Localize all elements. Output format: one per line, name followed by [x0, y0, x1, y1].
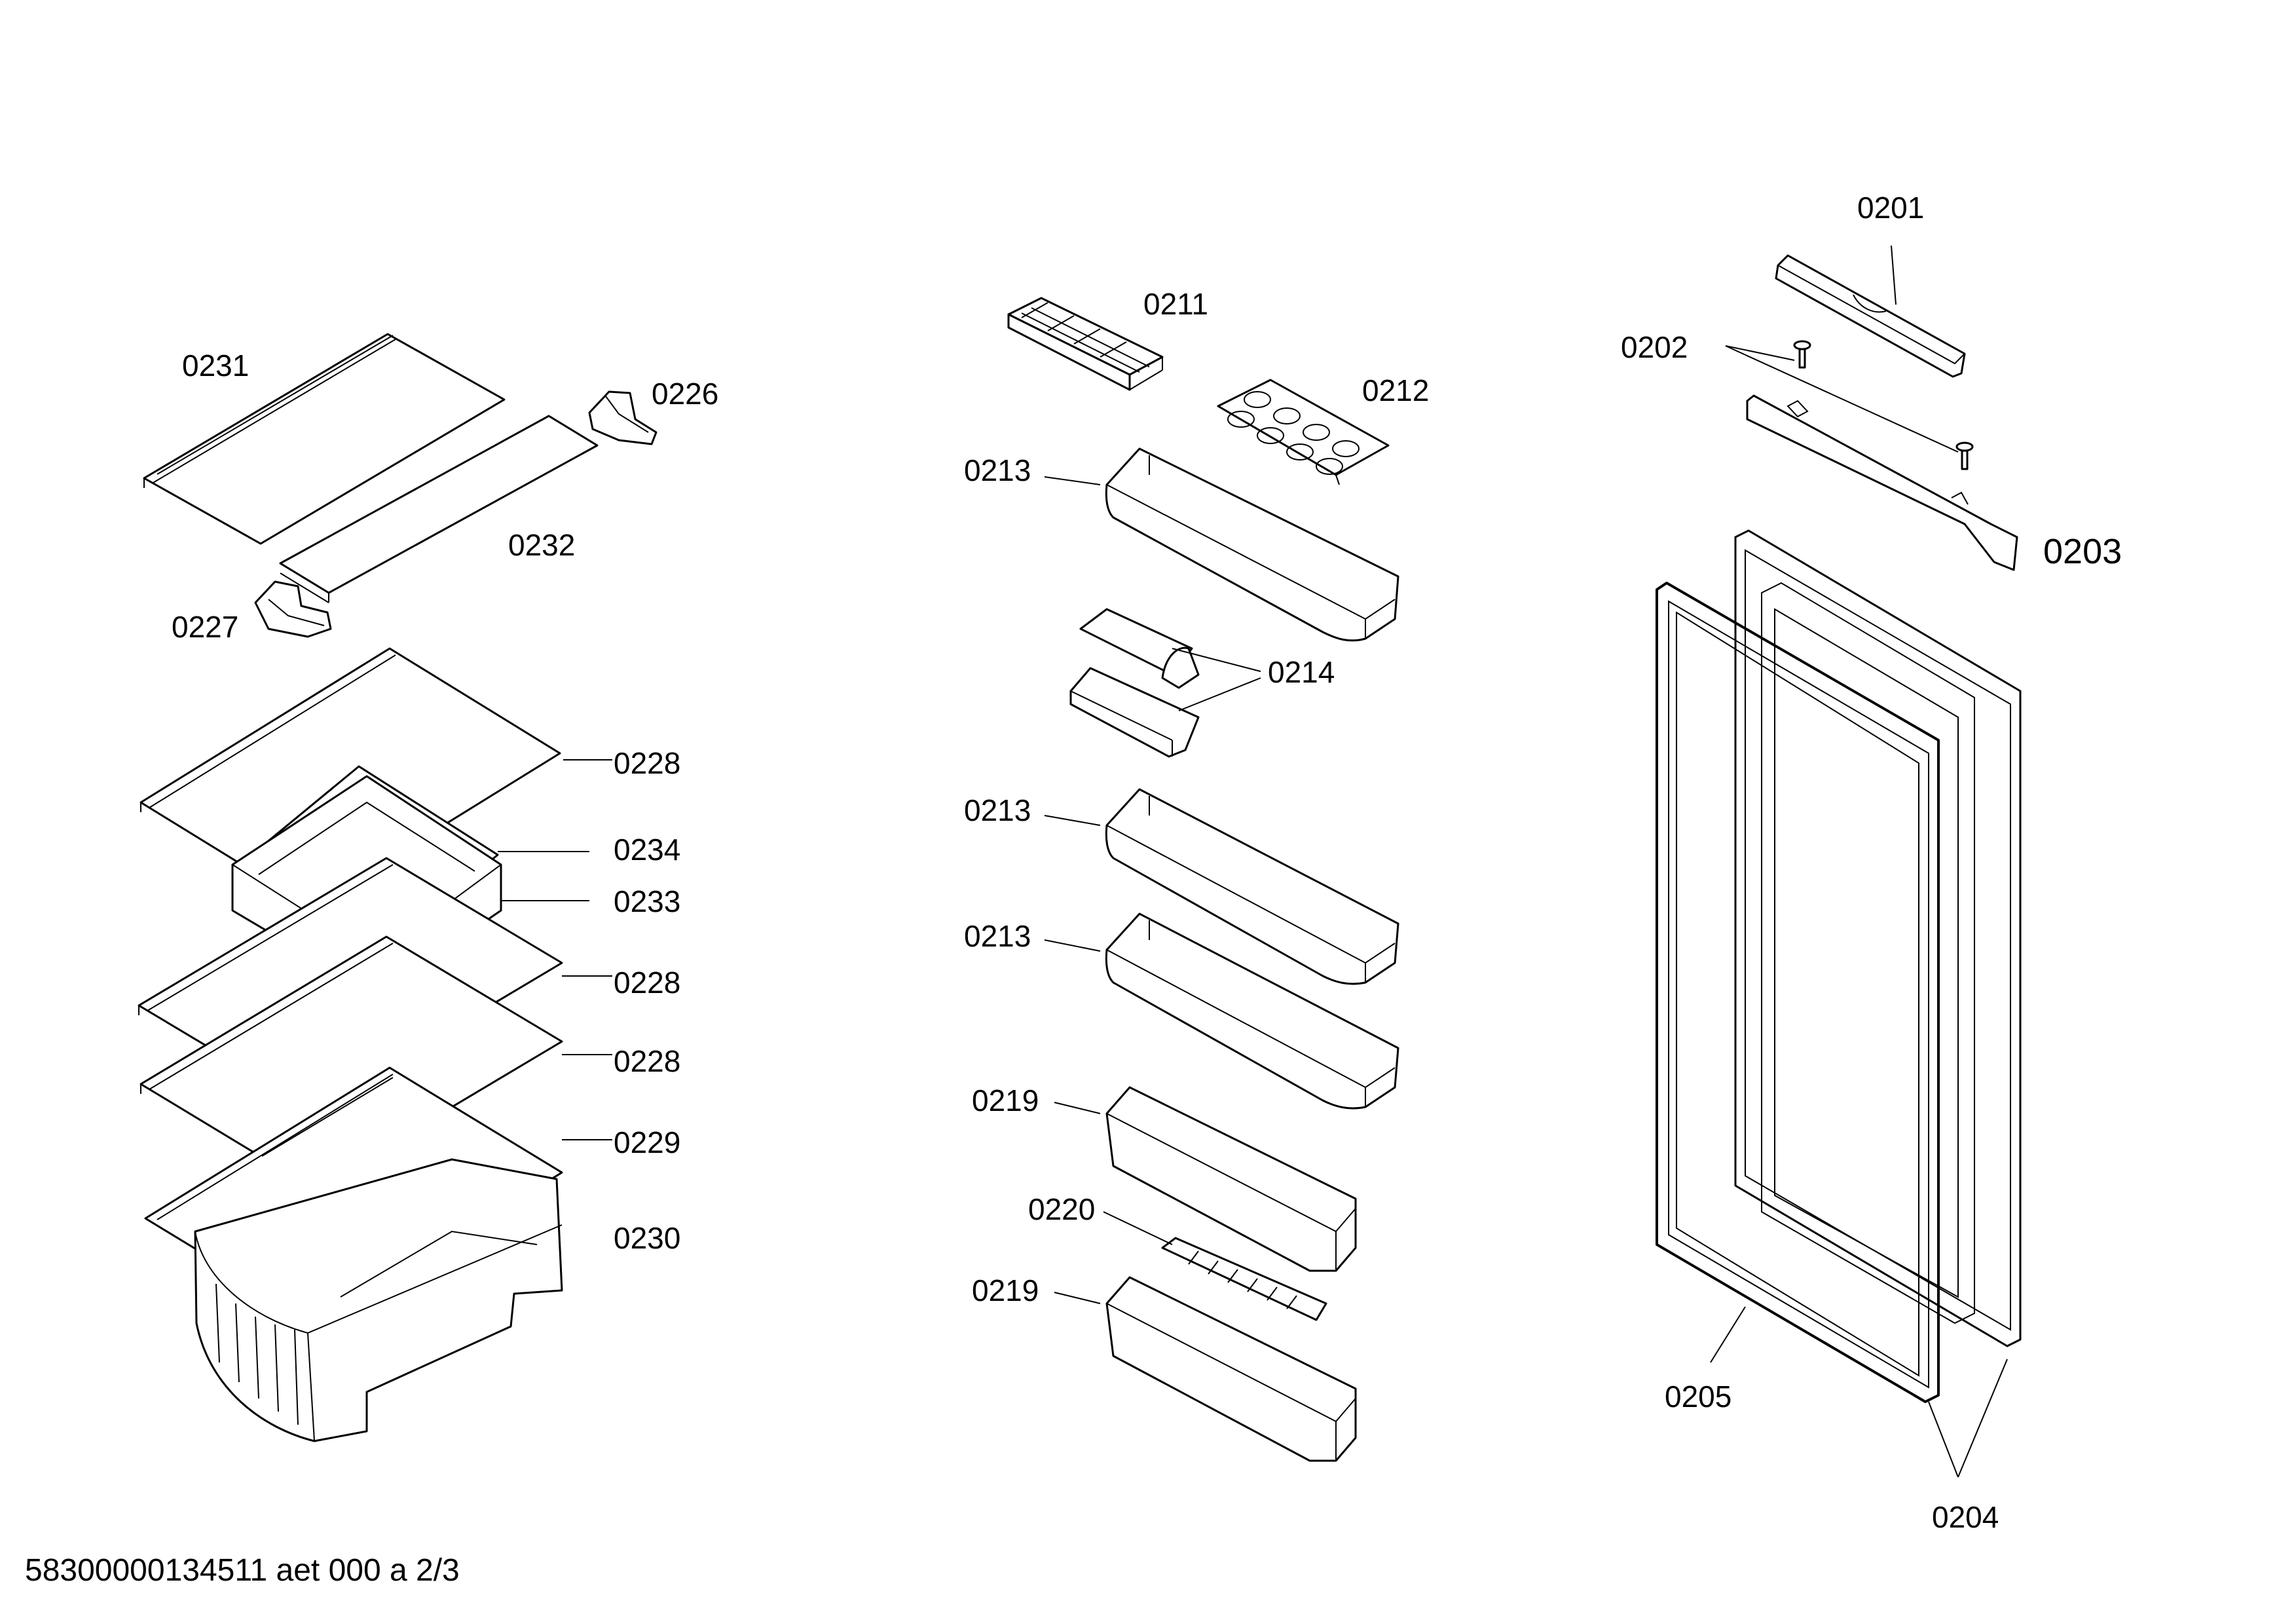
part-0227-clip [254, 580, 332, 638]
callout-labels: 0231 0226 0232 0227 0228 0234 0233 0228 … [172, 191, 2122, 1534]
label-0233: 0233 [614, 884, 680, 918]
label-0220: 0220 [1028, 1192, 1095, 1226]
leader-0205 [1710, 1306, 1746, 1363]
label-0202: 0202 [1621, 330, 1688, 364]
left-column-parts [138, 333, 657, 1442]
leader-0214-a [1172, 648, 1261, 672]
part-0205-gasket [1656, 582, 1940, 1403]
label-0204: 0204 [1932, 1500, 1999, 1534]
part-0212-egg-holder [1217, 379, 1390, 485]
part-0232-shelf-strip [279, 415, 599, 603]
leader-0204-b [1957, 1359, 2008, 1478]
label-0219-b: 0219 [972, 1273, 1039, 1307]
part-0202-screw-2 [1955, 441, 1974, 470]
leader-0202-b [1725, 345, 1959, 453]
label-0228-b: 0228 [614, 966, 680, 1000]
part-0211-ice-tray [1007, 297, 1164, 391]
label-0229: 0229 [614, 1125, 680, 1159]
part-0226-clip [588, 390, 657, 445]
label-0203: 0203 [2043, 532, 2122, 571]
part-0230-bin [194, 1158, 563, 1442]
leader-0219-b [1054, 1292, 1101, 1304]
label-0211: 0211 [1143, 287, 1208, 321]
part-0219-bottle-shelf-1 [1105, 1086, 1357, 1272]
label-0212: 0212 [1362, 373, 1429, 407]
label-0219-a: 0219 [972, 1083, 1039, 1117]
leader-0213-b [1044, 815, 1101, 826]
label-0226: 0226 [652, 377, 718, 411]
right-column-parts [1656, 245, 2022, 1478]
label-0228-a: 0228 [614, 746, 680, 780]
leader-0213-a [1044, 476, 1101, 485]
label-0213-a: 0213 [964, 453, 1031, 487]
leader-0214-b [1178, 677, 1261, 711]
part-0231-shelf [143, 333, 506, 545]
label-0213-c: 0213 [964, 919, 1031, 953]
label-0214: 0214 [1268, 655, 1335, 689]
part-0202-screw-1 [1793, 340, 1811, 369]
part-0204-door-panel [1734, 529, 2022, 1347]
middle-column-parts [1007, 297, 1399, 1462]
part-0214-butter-dish [1069, 608, 1200, 758]
label-0213-b: 0213 [964, 793, 1031, 827]
leader-0213-c [1044, 939, 1101, 952]
part-0203-bracket [1746, 394, 2018, 571]
leader-0202-a [1725, 345, 1795, 361]
leader-0219-a [1054, 1102, 1101, 1114]
leader-0220 [1103, 1211, 1173, 1245]
leader-0204-a [1928, 1401, 1959, 1478]
part-0213-door-shelf-2 [1105, 788, 1399, 985]
label-0232: 0232 [508, 528, 575, 562]
leader-0201 [1891, 245, 1897, 305]
part-0213-door-shelf-1 [1105, 447, 1399, 642]
label-0230: 0230 [614, 1221, 680, 1255]
document-id-footer: 58300000134511 aet 000 a 2/3 [25, 1553, 460, 1588]
label-0228-c: 0228 [614, 1044, 680, 1078]
part-0213-door-shelf-3 [1105, 912, 1399, 1110]
part-0219-bottle-shelf-2 [1105, 1276, 1357, 1462]
part-0220-separator [1161, 1237, 1327, 1321]
part-0201-trim [1775, 254, 1966, 378]
label-0234: 0234 [614, 833, 680, 867]
label-0205: 0205 [1665, 1379, 1731, 1414]
label-0227: 0227 [172, 610, 238, 644]
label-0201: 0201 [1857, 191, 1924, 225]
label-0231: 0231 [182, 348, 249, 383]
